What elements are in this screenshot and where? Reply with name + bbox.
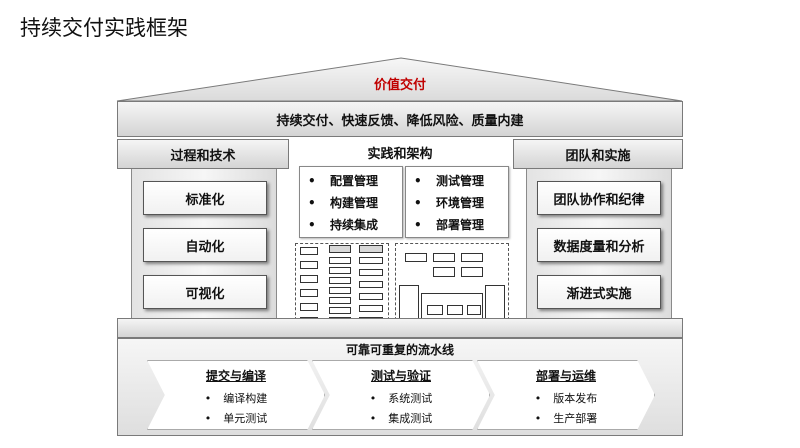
page-title: 持续交付实践框架 [20,16,188,40]
env-node [461,267,483,277]
stage-title: 提交与编译 [205,369,266,383]
center-pillar-title: 实践和架构 [367,146,433,162]
right-pillar-item: 数据度量和分析 [537,228,661,262]
right-pillar-item-label: 数据度量和分析 [553,239,645,255]
practice-item: 部署管理 [414,214,508,236]
beam-label: 持续交付、快速反馈、降低风险、质量内建 [276,113,524,129]
stage-item: 版本发布 [498,390,634,406]
right-pillar-item: 团队协作和纪律 [537,181,661,215]
flow-node [359,293,383,300]
stage-item: 单元测试 [168,410,304,426]
right-pillar-title: 团队和实施 [565,148,631,164]
env-node [447,305,463,315]
env-node [461,253,483,262]
practice-list-left: 配置管理 构建管理 持续集成 [299,166,403,238]
practice-item: 配置管理 [308,170,402,192]
flow-node [329,245,351,253]
flow-node [300,247,318,255]
flow-node [359,257,383,264]
flow-node [329,277,351,284]
center-pillar-header: 实践和架构 [293,141,507,163]
practice-list-right: 测试管理 环境管理 部署管理 [405,166,509,238]
env-node [405,253,427,262]
flow-node [359,245,383,253]
flow-node [329,297,351,304]
house-ledge [117,318,683,338]
flow-node [329,267,351,274]
flow-node [300,261,318,269]
right-pillar-header: 团队和实施 [513,139,683,169]
flow-node [300,303,318,311]
roof-label: 价值交付 [373,77,426,93]
practice-item: 构建管理 [308,192,402,214]
pipeline-label: 可靠可重复的流水线 [345,342,454,357]
pipeline-stage-build: 提交与编译 编译构建 单元测试 [147,360,325,430]
stage-title: 部署与运维 [535,369,596,383]
env-node [427,305,443,315]
flow-node [329,257,351,264]
left-pillar-item-label: 自动化 [185,239,225,255]
env-node [433,253,455,262]
pipeline-stage-test: 测试与验证 系统测试 集成测试 [312,360,490,430]
right-pillar-item-label: 团队协作和纪律 [553,192,645,208]
stage-title: 测试与验证 [370,369,431,383]
env-node [399,285,419,321]
stage-item: 系统测试 [333,390,469,406]
right-pillar-item: 渐进式实施 [537,275,661,309]
flow-node [300,275,318,283]
right-pillar-item-label: 渐进式实施 [566,286,632,302]
left-pillar-item-label: 标准化 [185,192,225,208]
left-pillar-header: 过程和技术 [117,139,289,169]
env-node [467,305,481,315]
flow-node [359,305,383,312]
left-pillar-item-label: 可视化 [185,286,225,302]
pipeline-stage-deploy: 部署与运维 版本发布 生产部署 [477,360,655,430]
practice-item: 持续集成 [308,214,402,236]
flow-node [359,269,383,276]
flow-node [329,287,351,294]
stage-item: 生产部署 [498,410,634,426]
principles-beam: 持续交付、快速反馈、降低风险、质量内建 [117,101,683,137]
flow-node [300,289,318,297]
left-pillar-item: 可视化 [143,275,267,309]
left-pillar-item: 自动化 [143,228,267,262]
flow-node [359,281,383,288]
left-pillar-item: 标准化 [143,181,267,215]
env-node [433,267,455,277]
env-node [485,285,505,321]
flow-node [329,307,351,314]
practice-item: 测试管理 [414,170,508,192]
practice-item: 环境管理 [414,192,508,214]
stage-item: 集成测试 [333,410,469,426]
left-pillar-title: 过程和技术 [170,148,236,164]
stage-item: 编译构建 [168,390,304,406]
